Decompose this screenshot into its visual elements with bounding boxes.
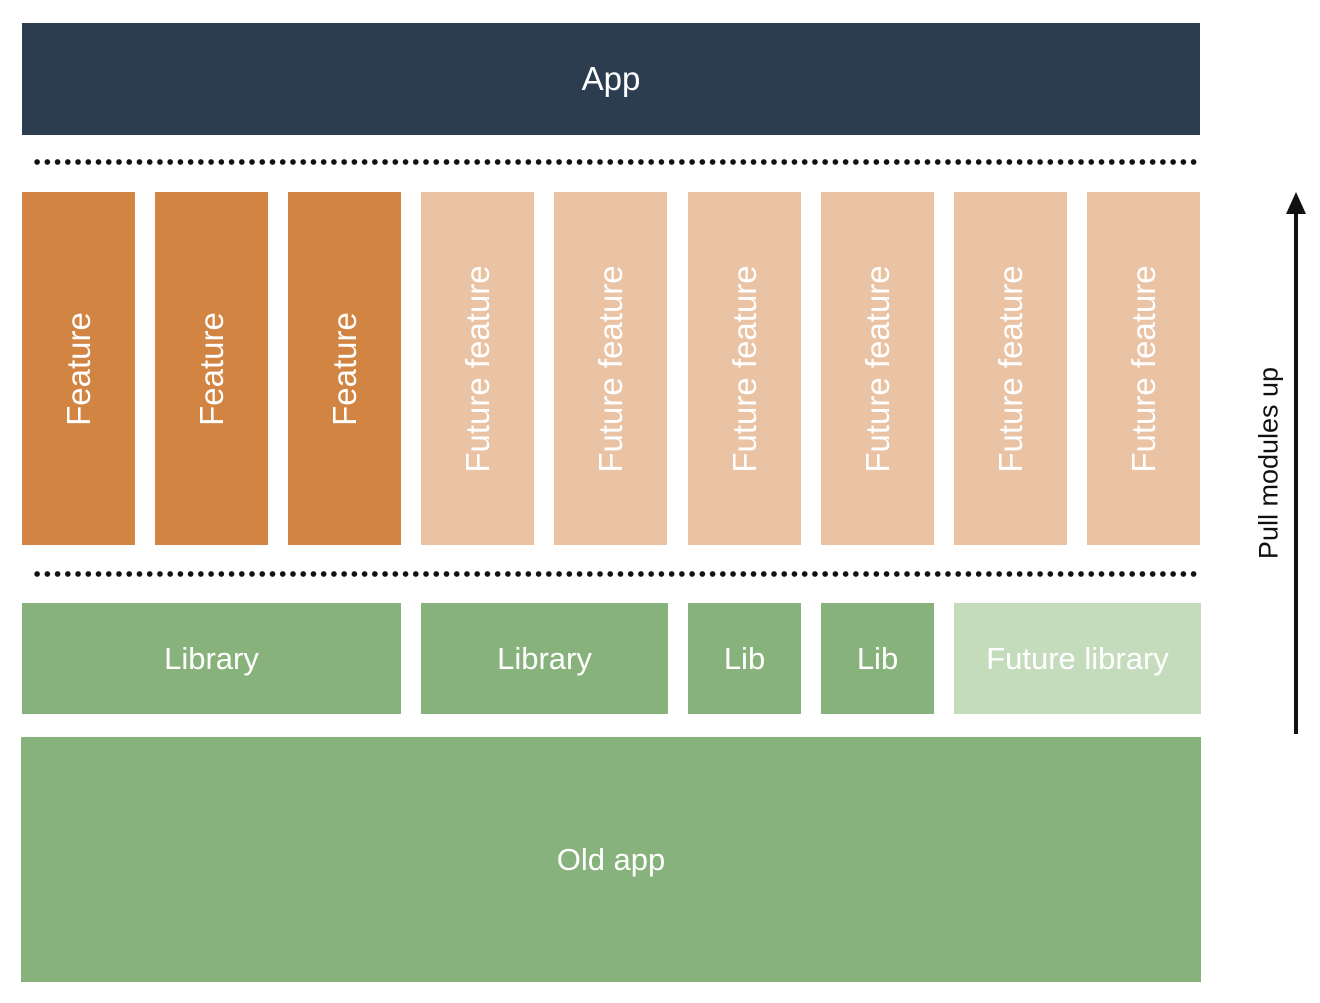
arrow-shaft	[1294, 208, 1298, 734]
app-label: App	[581, 60, 641, 97]
library-label: Library	[164, 640, 259, 676]
future-feature-module-6: Future feature	[1087, 192, 1200, 545]
feature-module-label: Feature	[325, 311, 363, 426]
future-feature-label: Future feature	[591, 264, 629, 473]
future-library-module: Future library	[954, 603, 1201, 714]
feature-module-label: Feature	[192, 311, 230, 426]
future-feature-module-2: Future feature	[554, 192, 667, 545]
separator-features-libraries	[32, 571, 1198, 577]
old-app-label: Old app	[556, 841, 666, 877]
future-feature-label: Future feature	[858, 264, 896, 473]
library-label: Library	[497, 640, 592, 676]
future-feature-label: Future feature	[1124, 264, 1162, 473]
arrow-up-icon	[1286, 192, 1306, 214]
future-feature-label: Future feature	[725, 264, 763, 473]
library-module-1: Library	[22, 603, 401, 714]
feature-module-label: Feature	[59, 311, 97, 426]
library-module-3: Lib	[688, 603, 801, 714]
feature-module-3: Feature	[288, 192, 401, 545]
future-library-label: Future library	[986, 640, 1169, 676]
old-app-layer: Old app	[21, 737, 1201, 982]
future-feature-module-4: Future feature	[821, 192, 934, 545]
feature-module-2: Feature	[155, 192, 268, 545]
library-module-2: Library	[421, 603, 668, 714]
future-feature-module-5: Future feature	[954, 192, 1067, 545]
feature-module-1: Feature	[22, 192, 135, 545]
arrow-label: Pull modules up	[1253, 366, 1284, 560]
library-module-4: Lib	[821, 603, 934, 714]
app-layer: App	[22, 23, 1200, 135]
future-feature-label: Future feature	[458, 264, 496, 473]
library-label: Lib	[723, 640, 766, 676]
future-feature-label: Future feature	[991, 264, 1029, 473]
library-label: Lib	[856, 640, 899, 676]
future-feature-module-1: Future feature	[421, 192, 534, 545]
separator-app-features	[32, 159, 1198, 165]
future-feature-module-3: Future feature	[688, 192, 801, 545]
